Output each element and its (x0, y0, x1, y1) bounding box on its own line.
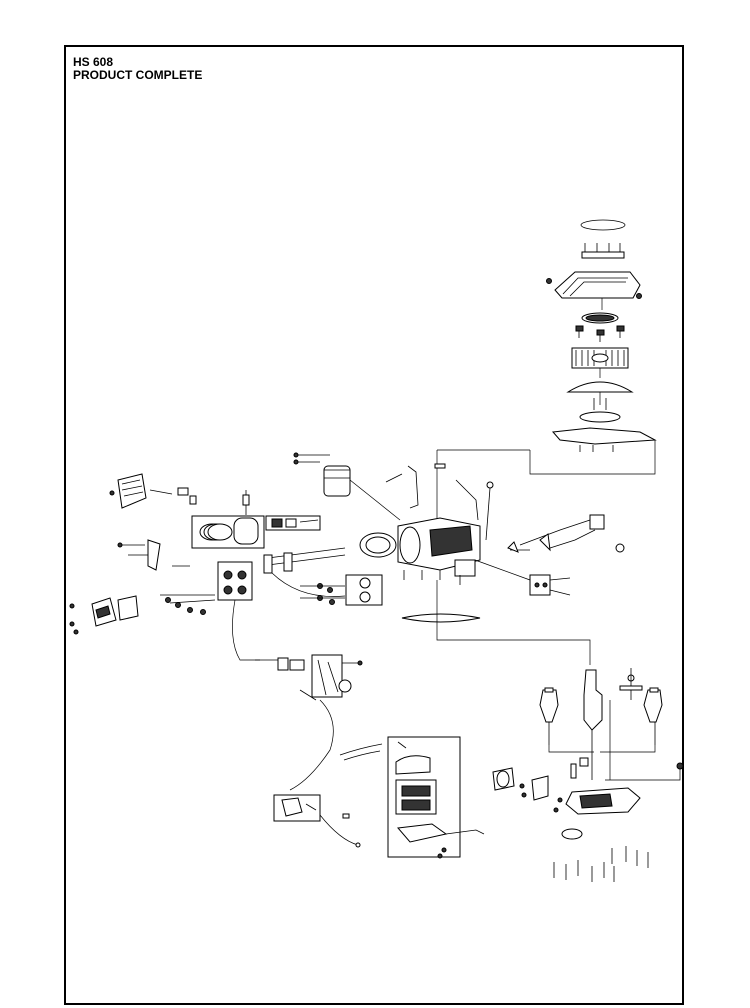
page-subtitle: PRODUCT COMPLETE (73, 68, 203, 82)
flywheel-bolts (575, 325, 625, 342)
counterweight-left (539, 689, 559, 723)
governor-control-assembly (474, 514, 625, 596)
crankcase-label (454, 559, 476, 577)
housing-bolt (546, 278, 552, 284)
recoil-starter-assembly (546, 219, 642, 342)
piston-pin (242, 494, 250, 506)
starter-rope-ring (580, 219, 626, 231)
carburetor-assembly (273, 794, 361, 848)
throttle-bracket (529, 574, 551, 596)
crankcase-gasket (401, 613, 481, 623)
intake-spacer (289, 659, 305, 671)
fuel-tank (395, 755, 431, 775)
oil-seal (561, 828, 583, 840)
flywheel-assembly (551, 347, 657, 452)
starter-screws (581, 243, 625, 259)
valve-spring (263, 554, 273, 574)
piston (233, 517, 259, 545)
title-block: HS 608 PRODUCT COMPLETE (73, 56, 202, 82)
cover-bolts (553, 846, 649, 882)
cylinder-head (217, 561, 253, 601)
crankcase-cover-assembly (492, 757, 649, 882)
valve-stem-box (300, 574, 383, 606)
ignition-coil (323, 465, 351, 497)
crankshaft-assembly (539, 668, 684, 781)
counterweight-right (643, 689, 663, 723)
fuel-tank-assembly (339, 736, 485, 859)
stator-ring (579, 411, 621, 423)
assembly-leader (529, 440, 656, 475)
engine-shroud-base (551, 427, 657, 445)
camshaft-gear (619, 685, 643, 691)
cylinder-head-assembly (117, 539, 346, 615)
flywheel-shroud (566, 381, 634, 393)
ignition-coil-assembly (293, 452, 401, 521)
crankshaft (583, 669, 603, 731)
fuel-line (271, 572, 346, 597)
oil-pump (531, 775, 549, 801)
drawing-frame (64, 45, 684, 1005)
air-filter-assembly (109, 473, 197, 509)
valve-cover-gasket (117, 595, 139, 621)
fan-housing (554, 271, 641, 299)
piston-assembly (191, 490, 321, 549)
governor-arm (589, 514, 605, 530)
valve-cover-assembly (69, 595, 139, 635)
air-filter-housing (117, 473, 147, 509)
carburetor (281, 797, 303, 817)
exhaust-bracket (147, 539, 161, 571)
carburetor-linkage-assembly (255, 654, 363, 791)
cylinder-block-assembly (359, 463, 494, 623)
model-number: HS 608 (73, 55, 114, 69)
